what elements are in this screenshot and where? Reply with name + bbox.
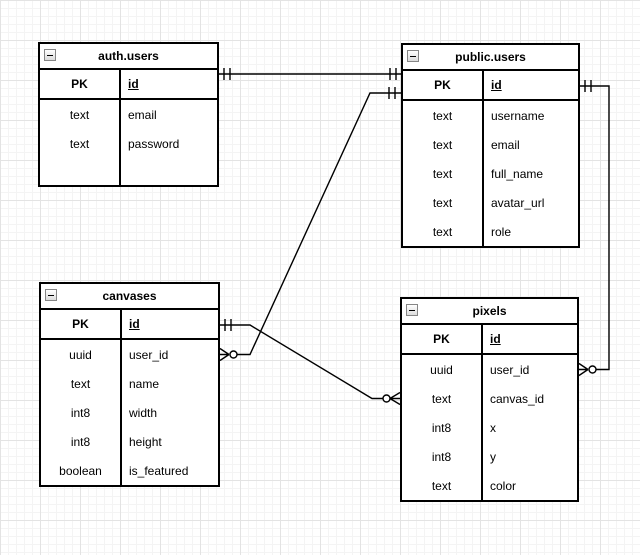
pk-field: id [129,317,140,331]
collapse-icon[interactable] [407,50,419,62]
field-row[interactable]: uuid user_id [41,340,218,369]
field-type: text [432,224,453,239]
entity-title: canvases [102,289,157,303]
entity-header: pixels [402,299,577,325]
field-type: text [431,391,452,406]
pk-key: PK [433,332,450,346]
field-type: text [432,137,453,152]
entity-title: pixels [472,304,507,318]
field-type: text [431,478,452,493]
pk-key: PK [434,78,451,92]
field-row[interactable]: text canvas_id [402,384,577,413]
field-name: x [490,420,496,435]
field-row[interactable]: text username [403,101,578,130]
empty-rows-area [40,158,217,185]
pk-row[interactable]: PK id [402,325,577,355]
field-name: user_id [490,362,530,377]
entity-auth-users[interactable]: auth.users PK id text email text passwor… [38,42,219,187]
connector-public-users-to-pixels[interactable] [578,80,610,377]
collapse-icon[interactable] [45,289,57,301]
field-type: text [69,136,90,151]
field-type: text [432,166,453,181]
column-divider [120,310,122,485]
field-type: boolean [59,463,102,478]
collapse-icon[interactable] [406,304,418,316]
field-name: user_id [129,347,169,362]
entity-header: canvases [41,284,218,310]
pk-row[interactable]: PK id [41,310,218,340]
field-name: y [490,449,496,464]
field-type: text [70,376,91,391]
field-name: password [128,136,180,151]
field-row[interactable]: int8 height [41,427,218,456]
field-name: full_name [491,166,544,181]
entity-public-users[interactable]: public.users PK id text username text em… [401,43,580,248]
field-name: color [490,478,517,493]
field-type: int8 [431,420,452,435]
field-row[interactable]: text color [402,471,577,500]
field-type: text [432,108,453,123]
field-type: uuid [430,362,453,377]
entity-header: public.users [403,45,578,71]
pk-field: id [490,332,501,346]
field-row[interactable]: text email [403,130,578,159]
field-type: int8 [70,434,91,449]
field-name: name [129,376,160,391]
field-row[interactable]: boolean is_featured [41,456,218,485]
pk-key: PK [72,317,89,331]
pk-key: PK [71,77,88,91]
field-row[interactable]: text role [403,217,578,246]
field-type: text [69,107,90,122]
connector-public-users-to-canvases[interactable] [219,87,401,362]
field-row[interactable]: int8 width [41,398,218,427]
field-name: is_featured [129,463,189,478]
field-row[interactable]: text avatar_url [403,188,578,217]
field-row[interactable]: text full_name [403,159,578,188]
connector-auth-users-to-public-users[interactable] [219,68,401,80]
entity-header: auth.users [40,44,217,70]
entity-title: public.users [455,50,526,64]
field-name: email [491,137,520,152]
field-name: width [129,405,158,420]
field-type: uuid [69,347,92,362]
field-name: canvas_id [490,391,545,406]
entity-title: auth.users [98,49,159,63]
column-divider [482,71,484,246]
pk-field: id [128,77,139,91]
field-type: int8 [70,405,91,420]
pk-row[interactable]: PK id [403,71,578,101]
column-divider [481,325,483,500]
field-row[interactable]: text email [40,100,217,129]
entity-canvases[interactable]: canvases PK id uuid user_id text name in… [39,282,220,487]
collapse-icon[interactable] [44,49,56,61]
pk-row[interactable]: PK id [40,70,217,100]
field-name: email [128,107,157,122]
field-row[interactable]: text password [40,129,217,158]
field-name: avatar_url [491,195,545,210]
field-name: role [491,224,512,239]
entity-pixels[interactable]: pixels PK id uuid user_id text canvas_id… [400,297,579,502]
field-name: username [491,108,545,123]
pk-field: id [491,78,502,92]
field-row[interactable]: text name [41,369,218,398]
connector-canvases-to-pixels[interactable] [220,319,401,406]
field-row[interactable]: int8 y [402,442,577,471]
field-type: text [432,195,453,210]
field-type: int8 [431,449,452,464]
field-row[interactable]: int8 x [402,413,577,442]
field-name: height [129,434,162,449]
field-row[interactable]: uuid user_id [402,355,577,384]
column-divider [119,70,121,185]
